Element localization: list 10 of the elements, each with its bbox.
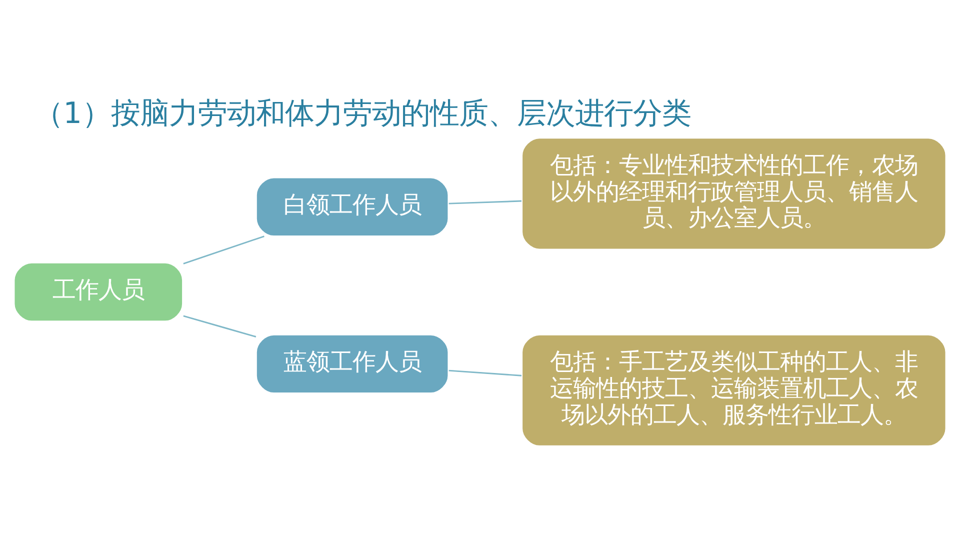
diagram-title: （1）按脑力劳动和体力劳动的性质、层次进行分类: [34, 96, 691, 130]
node-box: 白领工作人员: [255, 176, 450, 237]
node-box: 包括：专业性和技术性的工作，农场以外的经理和行政管理人员、销售人员、办公室人员。: [521, 137, 947, 250]
connector: [448, 370, 522, 376]
connector: [183, 315, 256, 338]
connector: [448, 200, 522, 204]
node-box: 蓝领工作人员: [255, 334, 450, 394]
connector: [183, 236, 264, 264]
node-box: 包括：手工艺及类似工种的工人、非运输性的技工、运输装置机工人、农场以外的工人、服务性行业工人。: [521, 334, 947, 447]
node-box: 工作人员: [13, 262, 184, 322]
